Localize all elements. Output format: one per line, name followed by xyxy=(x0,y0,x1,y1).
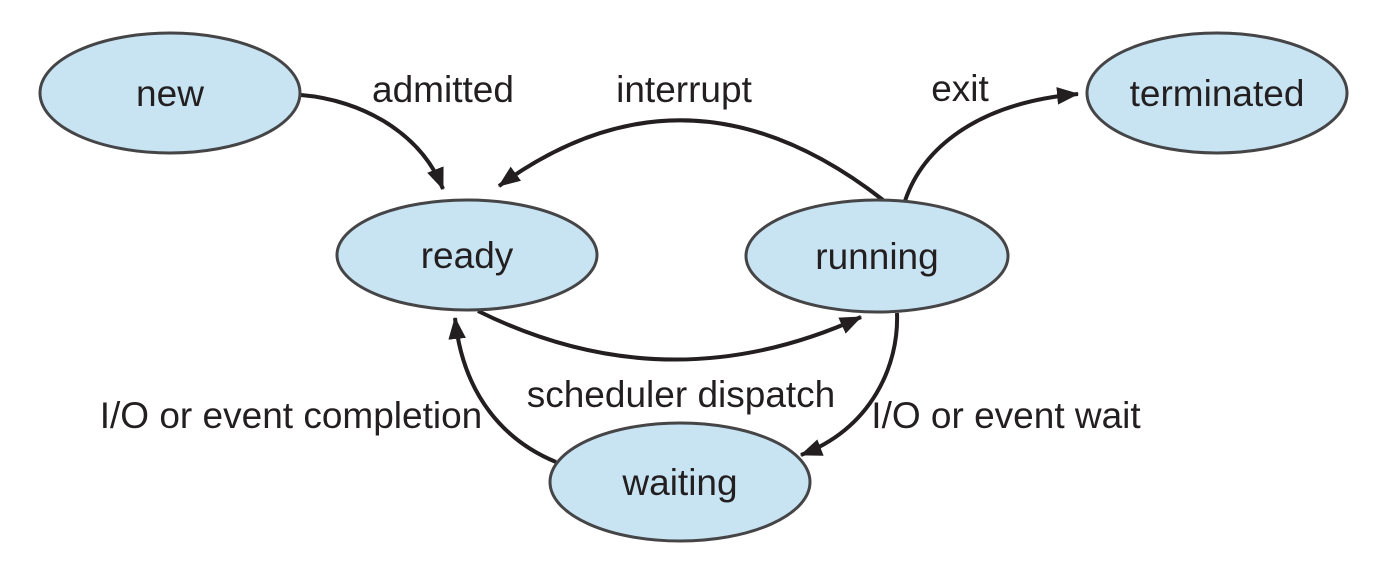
transition-label-io-completion: I/O or event completion xyxy=(100,395,483,436)
edge-io-completion xyxy=(448,316,557,464)
state-label-new: new xyxy=(136,73,204,114)
transition-label-io-wait: I/O or event wait xyxy=(871,395,1141,436)
edge-exit xyxy=(903,87,1080,202)
state-label-running: running xyxy=(815,236,938,277)
state-node-terminated xyxy=(1085,31,1349,155)
edge-io-wait xyxy=(799,312,900,457)
state-node-new xyxy=(38,31,302,155)
transition-label-exit: exit xyxy=(931,68,989,109)
edge-admitted xyxy=(300,93,445,191)
transition-label-admitted: admitted xyxy=(372,69,514,110)
edge-interrupt xyxy=(497,118,885,202)
state-label-terminated: terminated xyxy=(1130,73,1305,114)
state-node-ready xyxy=(335,198,599,312)
state-label-waiting: waiting xyxy=(621,462,737,503)
state-label-ready: ready xyxy=(421,235,514,276)
state-node-running xyxy=(744,198,1010,314)
transition-label-interrupt: interrupt xyxy=(616,69,752,110)
state-node-waiting xyxy=(548,421,812,543)
transition-label-scheduler-dispatch: scheduler dispatch xyxy=(527,374,836,415)
edge-scheduler-dispatch xyxy=(477,309,863,362)
